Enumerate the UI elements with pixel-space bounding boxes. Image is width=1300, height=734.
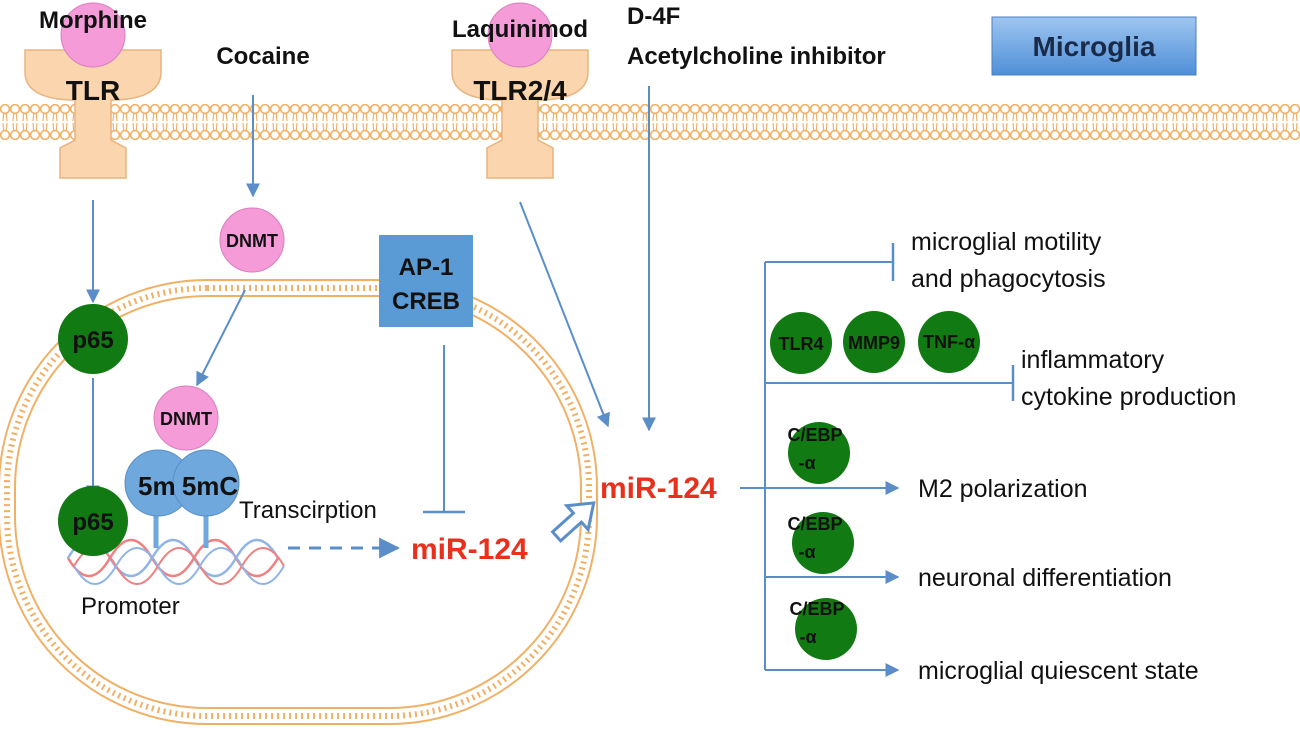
laquinimod-label: Laquinimod	[452, 16, 588, 43]
tlr-receptor-icon	[24, 49, 162, 179]
p65-cytoplasm-node	[58, 304, 128, 374]
methyl-5mc-node	[172, 449, 240, 517]
dnmt-nucleus-node	[153, 385, 219, 451]
nuclear-export-arrow-icon	[550, 501, 596, 543]
transcription-label: Transcirption	[239, 497, 377, 524]
ap1-label: AP-1	[399, 254, 454, 281]
arrow-tlr24-to-mir124	[519, 201, 610, 428]
cebp-node-2	[792, 512, 854, 574]
dnmt-cytoplasm-node	[219, 207, 285, 273]
outcome-quiescent: microglial quiescent state	[918, 657, 1199, 685]
mmp9-label: MMP9	[848, 333, 900, 353]
mir124-cytoplasm-label: miR-124	[600, 472, 717, 505]
arrow-dnmt-to-nucleus	[196, 289, 246, 387]
laquinimod-ligand	[487, 2, 553, 68]
ap1-creb-box	[379, 235, 473, 327]
outcome-motility-line1: microglial motility	[911, 228, 1102, 256]
p65-cytoplasm-label: p65	[72, 327, 113, 354]
acetylcholine-inhibitor-label: Acetylcholine inhibitor	[627, 43, 886, 70]
cebp-1-line1: C/EBP	[787, 425, 842, 445]
tlr24-receptor-icon	[451, 49, 589, 179]
cebp-node-3	[795, 598, 857, 660]
cebp-2-line1: C/EBP	[787, 514, 842, 534]
outcome-inflammatory-line1: inflammatory	[1021, 346, 1165, 374]
tnfa-node	[918, 311, 980, 373]
tlr4-node	[770, 312, 832, 374]
cebp-2-line2: -α	[798, 542, 815, 562]
tlr-label: TLR	[66, 75, 120, 106]
tlr4-label: TLR4	[779, 334, 824, 354]
microglia-title-box	[991, 16, 1197, 76]
cebp-1-line2: -α	[798, 453, 815, 473]
methyl-5m-label: 5m	[138, 471, 176, 501]
morphine-ligand	[60, 2, 126, 68]
creb-label: CREB	[392, 288, 460, 315]
dna-double-helix-icon	[66, 538, 285, 585]
cebp-node-1	[788, 422, 850, 484]
dnmt-nucleus-label: DNMT	[160, 409, 212, 429]
outcome-motility-line2: and phagocytosis	[911, 265, 1106, 293]
outcome-neuronal: neuronal differentiation	[918, 564, 1172, 592]
p65-nucleus-label: p65	[72, 509, 113, 536]
cocaine-label: Cocaine	[216, 43, 309, 70]
outcome-m2: M2 polarization	[918, 475, 1088, 503]
tlr24-label: TLR2/4	[473, 75, 567, 106]
dnmt-cytoplasm-label: DNMT	[226, 231, 278, 251]
cebp-3-line2: -α	[799, 627, 816, 647]
morphine-label: Morphine	[39, 7, 147, 34]
tnfa-label: TNF-α	[923, 332, 975, 352]
d4f-label: D-4F	[627, 3, 680, 30]
mir124-nuclear-label: miR-124	[411, 533, 528, 566]
promoter-label: Promoter	[81, 593, 180, 620]
outcome-inflammatory-line2: cytokine production	[1021, 383, 1236, 411]
microglia-title: Microglia	[1033, 31, 1156, 62]
cebp-3-line1: C/EBP	[789, 599, 844, 619]
methyl-5mc-label: 5mC	[182, 471, 239, 501]
p65-nucleus-node	[58, 486, 128, 556]
mmp9-node	[843, 311, 905, 373]
